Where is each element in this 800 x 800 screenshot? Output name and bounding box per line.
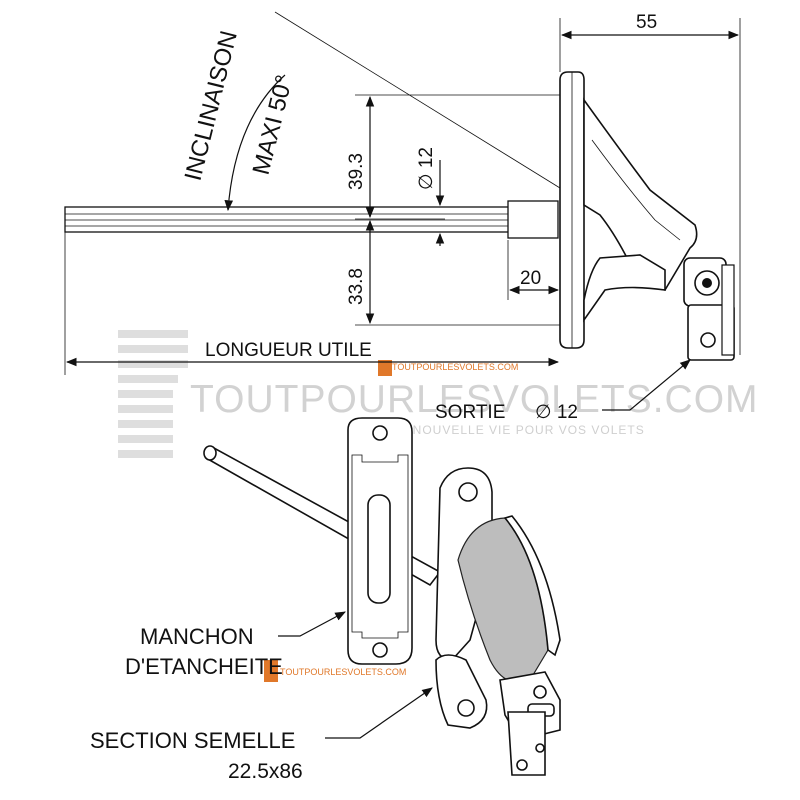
iso-bracket (435, 467, 561, 729)
rod (64, 200, 559, 239)
watermark-brand: TOUTPOURLESVOLETS.COM (190, 378, 759, 421)
watermark: TOUTPOURLESVOLETS.COM UNE NOUVELLE VIE P… (118, 330, 759, 682)
iso-universal-joint (499, 671, 561, 776)
dim-20-label: 20 (520, 268, 541, 289)
bracket-arm (583, 97, 698, 323)
section-semelle-callout: SECTION SEMELLE 22.5x86 (90, 687, 433, 783)
manchon-callout: MANCHON D'ETANCHEITE (125, 611, 346, 679)
inclinaison-label: INCLINAISON (180, 28, 243, 183)
watermark-brand-small-top: TOUTPOURLESVOLETS.COM (392, 362, 518, 372)
isometric-view: MANCHON D'ETANCHEITE SECTION SEMELLE 22.… (90, 417, 561, 783)
manchon-label-1: MANCHON (140, 624, 254, 649)
elevation-view: INCLINAISON MAXI 50° 55 39.3 33.8 ∅ 12 (64, 11, 741, 423)
watermark-small-logo-bottom: TOUTPOURLESVOLETS.COM (264, 660, 406, 682)
dimension-dia-12: ∅ 12 (416, 147, 445, 246)
section-semelle-label: SECTION SEMELLE (90, 728, 295, 753)
base-plate (559, 71, 585, 349)
dimension-55: 55 (559, 12, 741, 355)
dimension-vertical: 39.3 33.8 (346, 94, 560, 326)
sortie-label: SORTIE (435, 402, 505, 423)
universal-joint (683, 257, 735, 361)
sortie-dia-label: ∅ 12 (535, 402, 578, 423)
dim-39-3-label: 39.3 (346, 153, 367, 190)
dimension-20: 20 (507, 240, 560, 300)
watermark-shutter-logo (118, 330, 188, 458)
section-semelle-size: 22.5x86 (228, 760, 303, 783)
dim-dia-12-label: ∅ 12 (416, 147, 437, 190)
dim-33-8-label: 33.8 (346, 268, 367, 305)
dim-55-label: 55 (636, 12, 657, 33)
longueur-utile-label: LONGUEUR UTILE (205, 340, 372, 361)
sortie-callout: SORTIE ∅ 12 (435, 359, 691, 423)
dimension-longueur-utile: LONGUEUR UTILE (64, 232, 560, 375)
sealing-sleeve-plate (347, 417, 413, 665)
maxi-50-label: MAXI 50° (248, 72, 299, 177)
manchon-label-2: D'ETANCHEITE (125, 654, 283, 679)
watermark-brand-small-bottom: TOUTPOURLESVOLETS.COM (280, 667, 406, 677)
watermark-tagline: UNE NOUVELLE VIE POUR VOS VOLETS (380, 423, 645, 437)
